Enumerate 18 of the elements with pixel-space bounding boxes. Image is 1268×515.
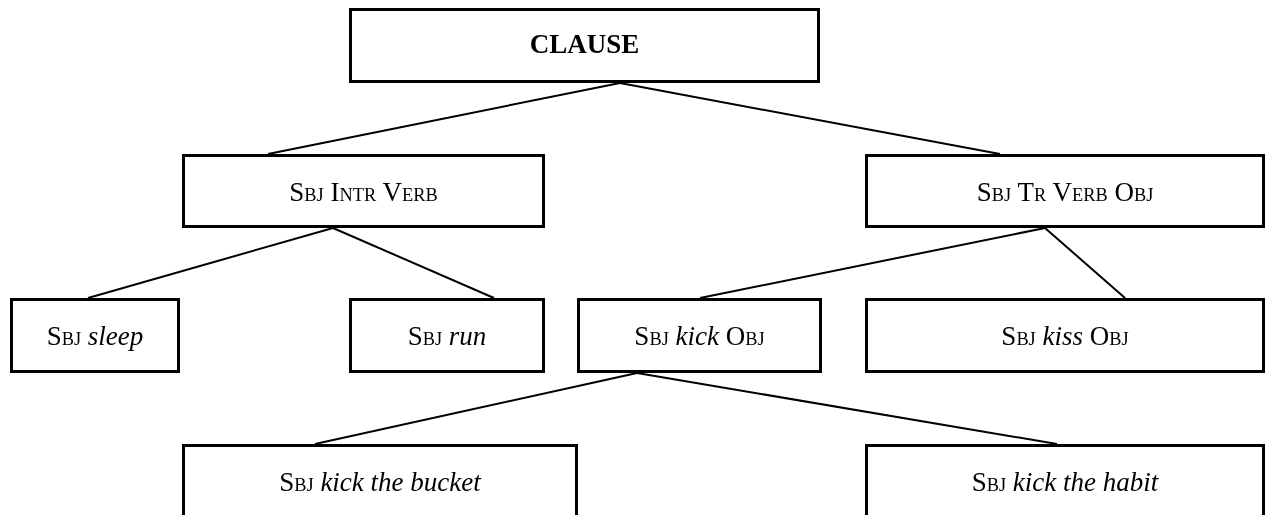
tree-node-box [865, 154, 1265, 228]
connector-line [87, 227, 334, 299]
tree-node-box [182, 444, 578, 515]
tree-node-box [865, 298, 1265, 373]
connector-line [314, 372, 638, 445]
connector-line [699, 227, 1046, 299]
tree-node-box [182, 154, 545, 228]
tree-node-box [10, 298, 180, 373]
connector-line [1044, 227, 1126, 299]
tree-node-box [865, 444, 1265, 515]
tree-node-box [349, 298, 545, 373]
node-label: CLAUSE [529, 29, 640, 60]
tree-node-box [349, 8, 820, 83]
connector-line [619, 82, 1001, 155]
connector-line [332, 227, 495, 299]
tree-node-box [577, 298, 822, 373]
connector-line [636, 372, 1058, 445]
connector-line [267, 82, 621, 155]
